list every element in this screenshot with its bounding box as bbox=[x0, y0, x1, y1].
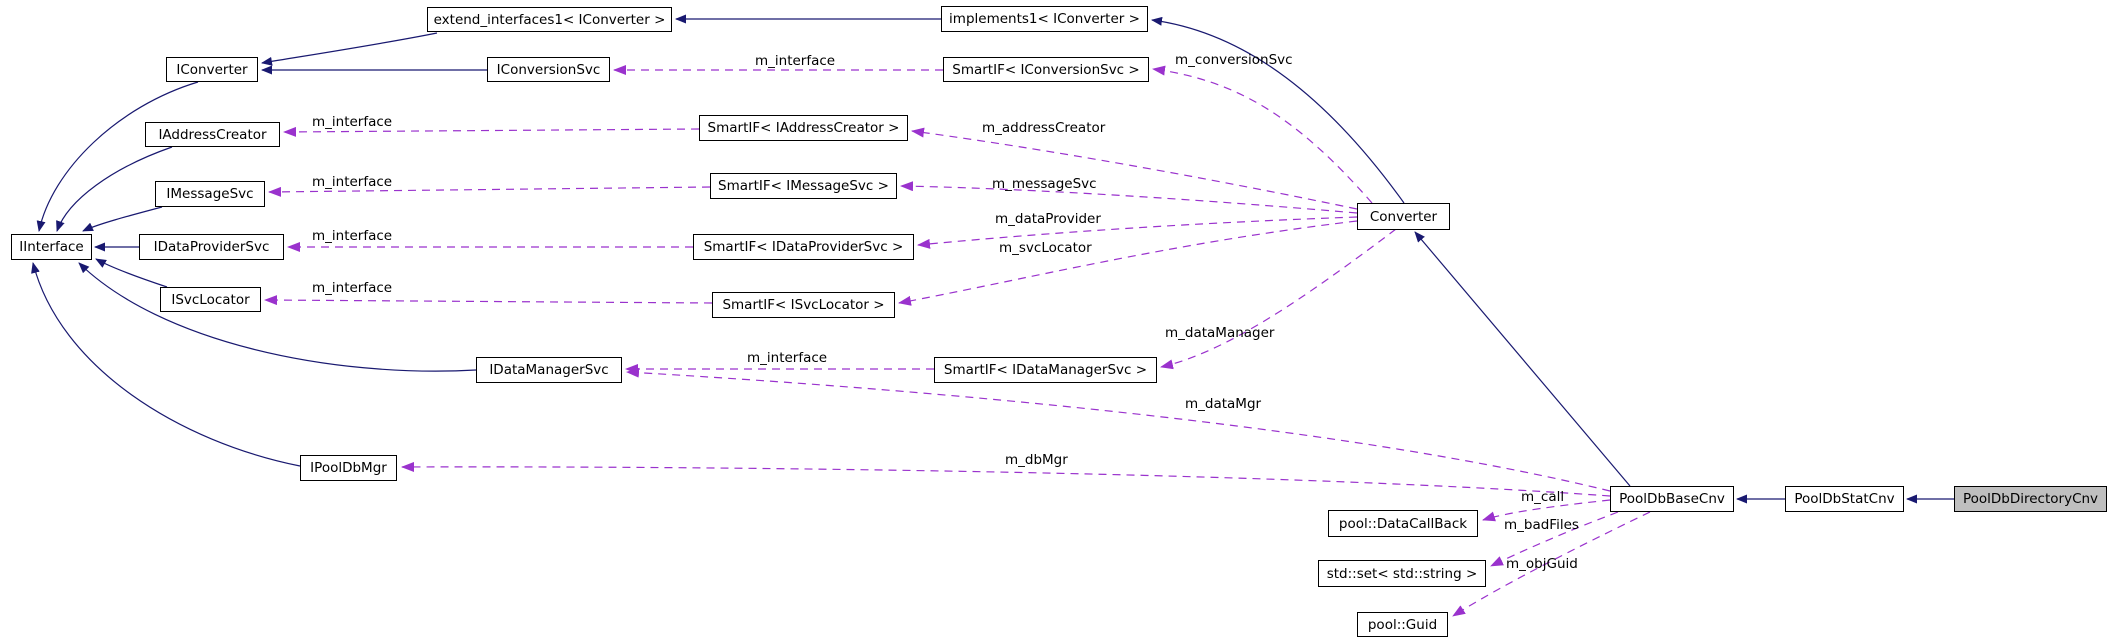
node-smartif-iconversionsvc[interactable]: SmartIF< IConversionSvc > bbox=[943, 57, 1149, 82]
node-iaddresscreator[interactable]: IAddressCreator bbox=[145, 122, 280, 147]
edge-label-m-interface-svclocator: m_interface bbox=[312, 280, 393, 296]
node-smartif-imessagesvc[interactable]: SmartIF< IMessageSvc > bbox=[710, 173, 897, 199]
edge-label-m-objguid: m_objGuid bbox=[1506, 556, 1578, 572]
node-isvclocator[interactable]: ISvcLocator bbox=[160, 287, 261, 312]
node-imessagesvc[interactable]: IMessageSvc bbox=[155, 181, 265, 207]
edge-converter-to-smartif-iaddresscreator bbox=[911, 127, 1358, 210]
node-smartif-isvclocator[interactable]: SmartIF< ISvcLocator > bbox=[712, 292, 895, 318]
edge-converter-to-smartif-imessagesvc bbox=[900, 181, 1358, 214]
edge-label-m-interface-conversionsvc: m_interface bbox=[755, 53, 836, 69]
node-pooldbbasecnv[interactable]: PoolDbBaseCnv bbox=[1610, 486, 1734, 512]
node-extend-interfaces1[interactable]: extend_interfaces1< IConverter > bbox=[427, 7, 672, 32]
edge-pooldbbasecnv-to-converter bbox=[1414, 231, 1631, 487]
node-iconversionsvc[interactable]: IConversionSvc bbox=[487, 57, 610, 82]
edge-label-m-call: m_call bbox=[1521, 489, 1565, 505]
edge-idatamanagersvc-to-iinterface bbox=[78, 262, 477, 372]
edge-smartif-isvclocator-to-isvclocator bbox=[264, 295, 713, 306]
edge-label-m-svclocator: m_svcLocator bbox=[999, 240, 1092, 256]
edge-imessagesvc-to-iinterface bbox=[82, 206, 163, 232]
node-iinterface[interactable]: IInterface bbox=[11, 234, 92, 260]
edge-label-m-interface-datamanagersvc: m_interface bbox=[747, 350, 828, 366]
edge-pooldbbasecnv-to-std-set bbox=[1490, 511, 1619, 567]
node-smartif-idataprovidersvc[interactable]: SmartIF< IDataProviderSvc > bbox=[693, 234, 914, 260]
edge-pooldbbasecnv-to-ipooldbmgr bbox=[401, 461, 1611, 497]
edge-label-m-datamanager: m_dataManager bbox=[1165, 325, 1275, 341]
node-smartif-idatamanagersvc[interactable]: SmartIF< IDataManagerSvc > bbox=[934, 357, 1157, 383]
edge-label-m-dataprovider: m_dataProvider bbox=[995, 211, 1101, 227]
edge-ipooldbmgr-to-iinterface bbox=[31, 262, 301, 467]
edge-iaddresscreator-to-iinterface bbox=[56, 146, 173, 232]
edge-pooldbbasecnv-to-pool-guid bbox=[1452, 511, 1651, 617]
node-implements1[interactable]: implements1< IConverter > bbox=[941, 6, 1148, 32]
node-idatamanagersvc[interactable]: IDataManagerSvc bbox=[476, 357, 622, 383]
edge-label-m-datamgr: m_dataMgr bbox=[1185, 396, 1262, 412]
edge-label-m-conversionsvc: m_conversionSvc bbox=[1175, 52, 1293, 68]
node-converter[interactable]: Converter bbox=[1357, 203, 1450, 230]
edge-label-m-messagesvc: m_messageSvc bbox=[992, 176, 1097, 192]
edge-label-m-dbmgr: m_dbMgr bbox=[1005, 452, 1068, 468]
edge-pooldbbasecnv-to-pool-datacallback bbox=[1482, 499, 1611, 522]
edge-converter-to-smartif-iconversionsvc bbox=[1152, 65, 1373, 204]
edge-isvclocator-to-iinterface bbox=[95, 258, 168, 288]
node-pooldbdirectorycnv-current: PoolDbDirectoryCnv bbox=[1954, 486, 2107, 512]
edge-label-m-badfiles: m_badFiles bbox=[1504, 517, 1579, 533]
node-pool-guid[interactable]: pool::Guid bbox=[1357, 612, 1448, 637]
edge-extend-interfaces1-to-iconverter bbox=[261, 32, 438, 66]
node-pooldbstatcnv[interactable]: PoolDbStatCnv bbox=[1785, 486, 1904, 512]
node-pool-datacallback[interactable]: pool::DataCallBack bbox=[1328, 510, 1478, 537]
edge-label-m-interface-messagesvc: m_interface bbox=[312, 174, 393, 190]
edge-label-m-interface-addresscreator: m_interface bbox=[312, 114, 393, 130]
node-ipooldbmgr[interactable]: IPoolDbMgr bbox=[300, 455, 397, 481]
node-std-set-string[interactable]: std::set< std::string > bbox=[1318, 560, 1486, 587]
edge-iconverter-to-iinterface bbox=[36, 81, 199, 232]
node-smartif-iaddresscreator[interactable]: SmartIF< IAddressCreator > bbox=[699, 115, 908, 141]
edge-converter-to-implements1 bbox=[1151, 16, 1405, 204]
edge-label-m-addresscreator: m_addressCreator bbox=[982, 120, 1106, 136]
edge-converter-to-smartif-idataprovidersvc bbox=[917, 216, 1358, 249]
node-idataprovidersvc[interactable]: IDataProviderSvc bbox=[139, 234, 284, 260]
node-iconverter[interactable]: IConverter bbox=[166, 57, 258, 82]
edge-label-m-interface-dataprovidersvc: m_interface bbox=[312, 228, 393, 244]
edge-converter-to-smartif-idatamanagersvc bbox=[1160, 228, 1397, 370]
edge-smartif-imessagesvc-to-imessagesvc bbox=[268, 186, 711, 197]
edge-converter-to-smartif-isvclocator bbox=[898, 220, 1358, 306]
edge-pooldbbasecnv-to-idatamanagersvc bbox=[626, 367, 1611, 492]
